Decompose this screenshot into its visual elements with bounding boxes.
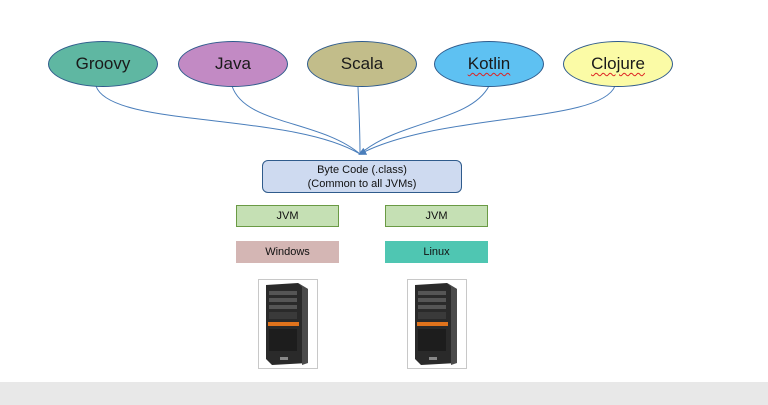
language-groovy: Groovy xyxy=(48,41,158,87)
bytecode-subtitle: (Common to all JVMs) xyxy=(307,177,417,190)
connector-groovy xyxy=(95,85,361,155)
jvm-box-windows: JVM xyxy=(236,205,339,227)
bytecode-title: Byte Code (.class) xyxy=(317,163,407,176)
language-label-kotlin: Kotlin xyxy=(467,54,511,73)
language-java: Java xyxy=(178,41,288,87)
language-scala: Scala xyxy=(307,41,417,87)
server-tower-icon-linux xyxy=(407,279,467,369)
bytecode-box: Byte Code (.class) (Common to all JVMs) xyxy=(262,160,462,193)
language-label-java: Java xyxy=(215,54,251,73)
os-label-linux: Linux xyxy=(423,246,450,258)
jvm-label-windows: JVM xyxy=(276,210,299,222)
os-box-windows: Windows xyxy=(236,241,339,263)
jvm-box-linux: JVM xyxy=(385,205,488,227)
connector-java xyxy=(231,85,361,155)
jvm-label-linux: JVM xyxy=(425,210,448,222)
language-label-clojure: Clojure xyxy=(591,54,645,73)
language-clojure: Clojure xyxy=(563,41,673,87)
os-box-linux: Linux xyxy=(385,241,488,263)
connector-kotlin xyxy=(359,85,490,155)
language-label-groovy: Groovy xyxy=(75,54,131,73)
language-label-scala: Scala xyxy=(340,54,384,73)
connector-scala xyxy=(357,86,361,155)
connector-clojure xyxy=(358,85,616,155)
bottom-strip xyxy=(0,382,768,405)
language-kotlin: Kotlin xyxy=(434,41,544,87)
os-label-windows: Windows xyxy=(265,246,310,258)
server-tower-icon-windows xyxy=(258,279,318,369)
